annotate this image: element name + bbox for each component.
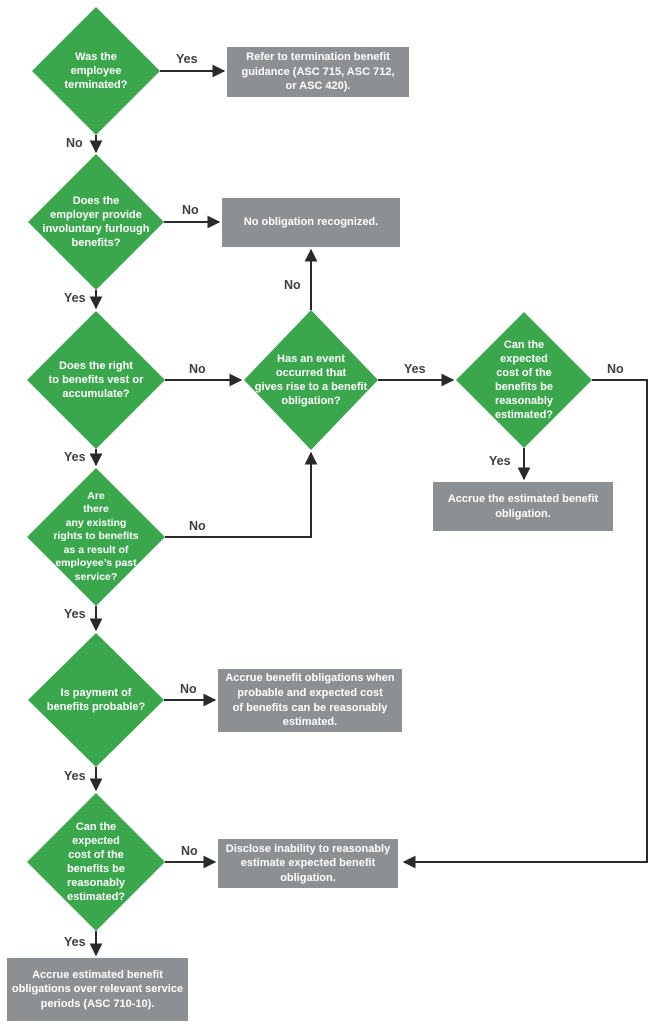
edge-label-d7-no: No: [180, 682, 197, 696]
connector-d6-d4: [165, 451, 318, 538]
edge-label-d5-no: No: [607, 362, 624, 376]
edge-label-d7-yes: Yes: [64, 769, 86, 783]
edge-label-d2-no: No: [182, 203, 199, 217]
outcome-disclose-inability-to-estimate: Disclose inability to reasonably estimat…: [218, 839, 398, 888]
outcome-accrue-over-service-periods-asc-710-10: Accrue estimated benefit obligations ove…: [7, 958, 188, 1021]
outcome-accrue-when-probable-and-estimable: Accrue benefit obligations when probable…: [218, 669, 402, 732]
edge-label-d1-yes: Yes: [176, 52, 198, 66]
outcome-refer-termination-benefit-guidance: Refer to termination benefit guidance (A…: [227, 47, 409, 97]
edge-label-d3-yes: Yes: [64, 450, 86, 464]
edge-label-d4-yes: Yes: [404, 362, 426, 376]
edge-label-d5-yes: Yes: [489, 454, 511, 468]
edge-label-d6-no: No: [189, 519, 206, 533]
connector-d5-b5: [402, 379, 648, 869]
edge-label-d4-no: No: [284, 278, 301, 292]
edge-label-d8-no: No: [181, 844, 198, 858]
outcome-accrue-estimated-benefit-obligation: Accrue the estimated benefit obligation.: [433, 482, 613, 531]
edge-label-d8-yes: Yes: [64, 935, 86, 949]
outcome-no-obligation-recognized: No obligation recognized.: [222, 198, 400, 247]
edge-label-d3-no: No: [189, 362, 206, 376]
edge-label-d1-no: No: [66, 136, 83, 150]
edge-label-d2-yes: Yes: [64, 291, 86, 305]
edge-label-d6-yes: Yes: [64, 607, 86, 621]
